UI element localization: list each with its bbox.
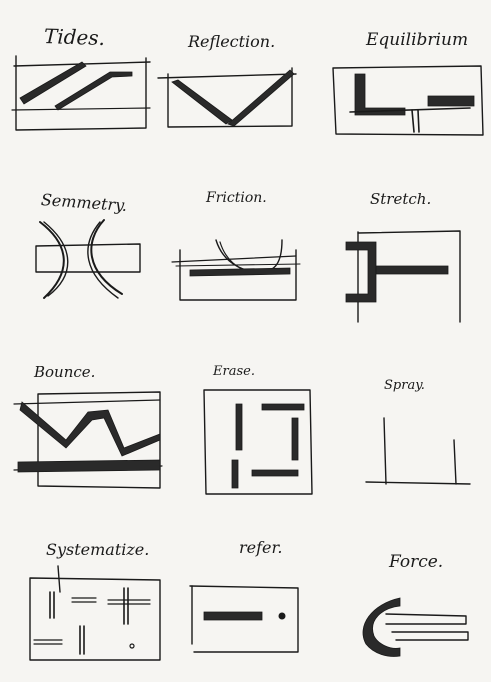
erase-sketch [203,389,313,495]
label-refer: refer. [239,538,283,557]
systematize-sketch [29,565,161,661]
label-erase: Erase. [213,364,255,379]
label-stretch: Stretch. [370,190,432,208]
bounce-sketch [13,391,163,489]
label-friction: Friction. [206,190,267,206]
spray-sketch [365,417,471,485]
friction-sketch [171,239,301,301]
refer-sketch [189,585,299,653]
label-force: Force. [389,552,444,572]
force-sketch [362,597,469,657]
stretch-sketch [345,230,461,323]
semmetry-sketch [35,219,141,299]
label-bounce: Bounce. [34,363,96,381]
reflection-sketch [157,67,297,128]
label-equilibrium: Equilibrium [366,30,469,50]
label-reflection: Reflection. [188,32,276,51]
equilibrium-sketch [332,65,484,136]
label-spray: Spray. [384,378,425,393]
tides-sketch [11,55,151,131]
label-systematize: Systematize. [46,540,150,559]
